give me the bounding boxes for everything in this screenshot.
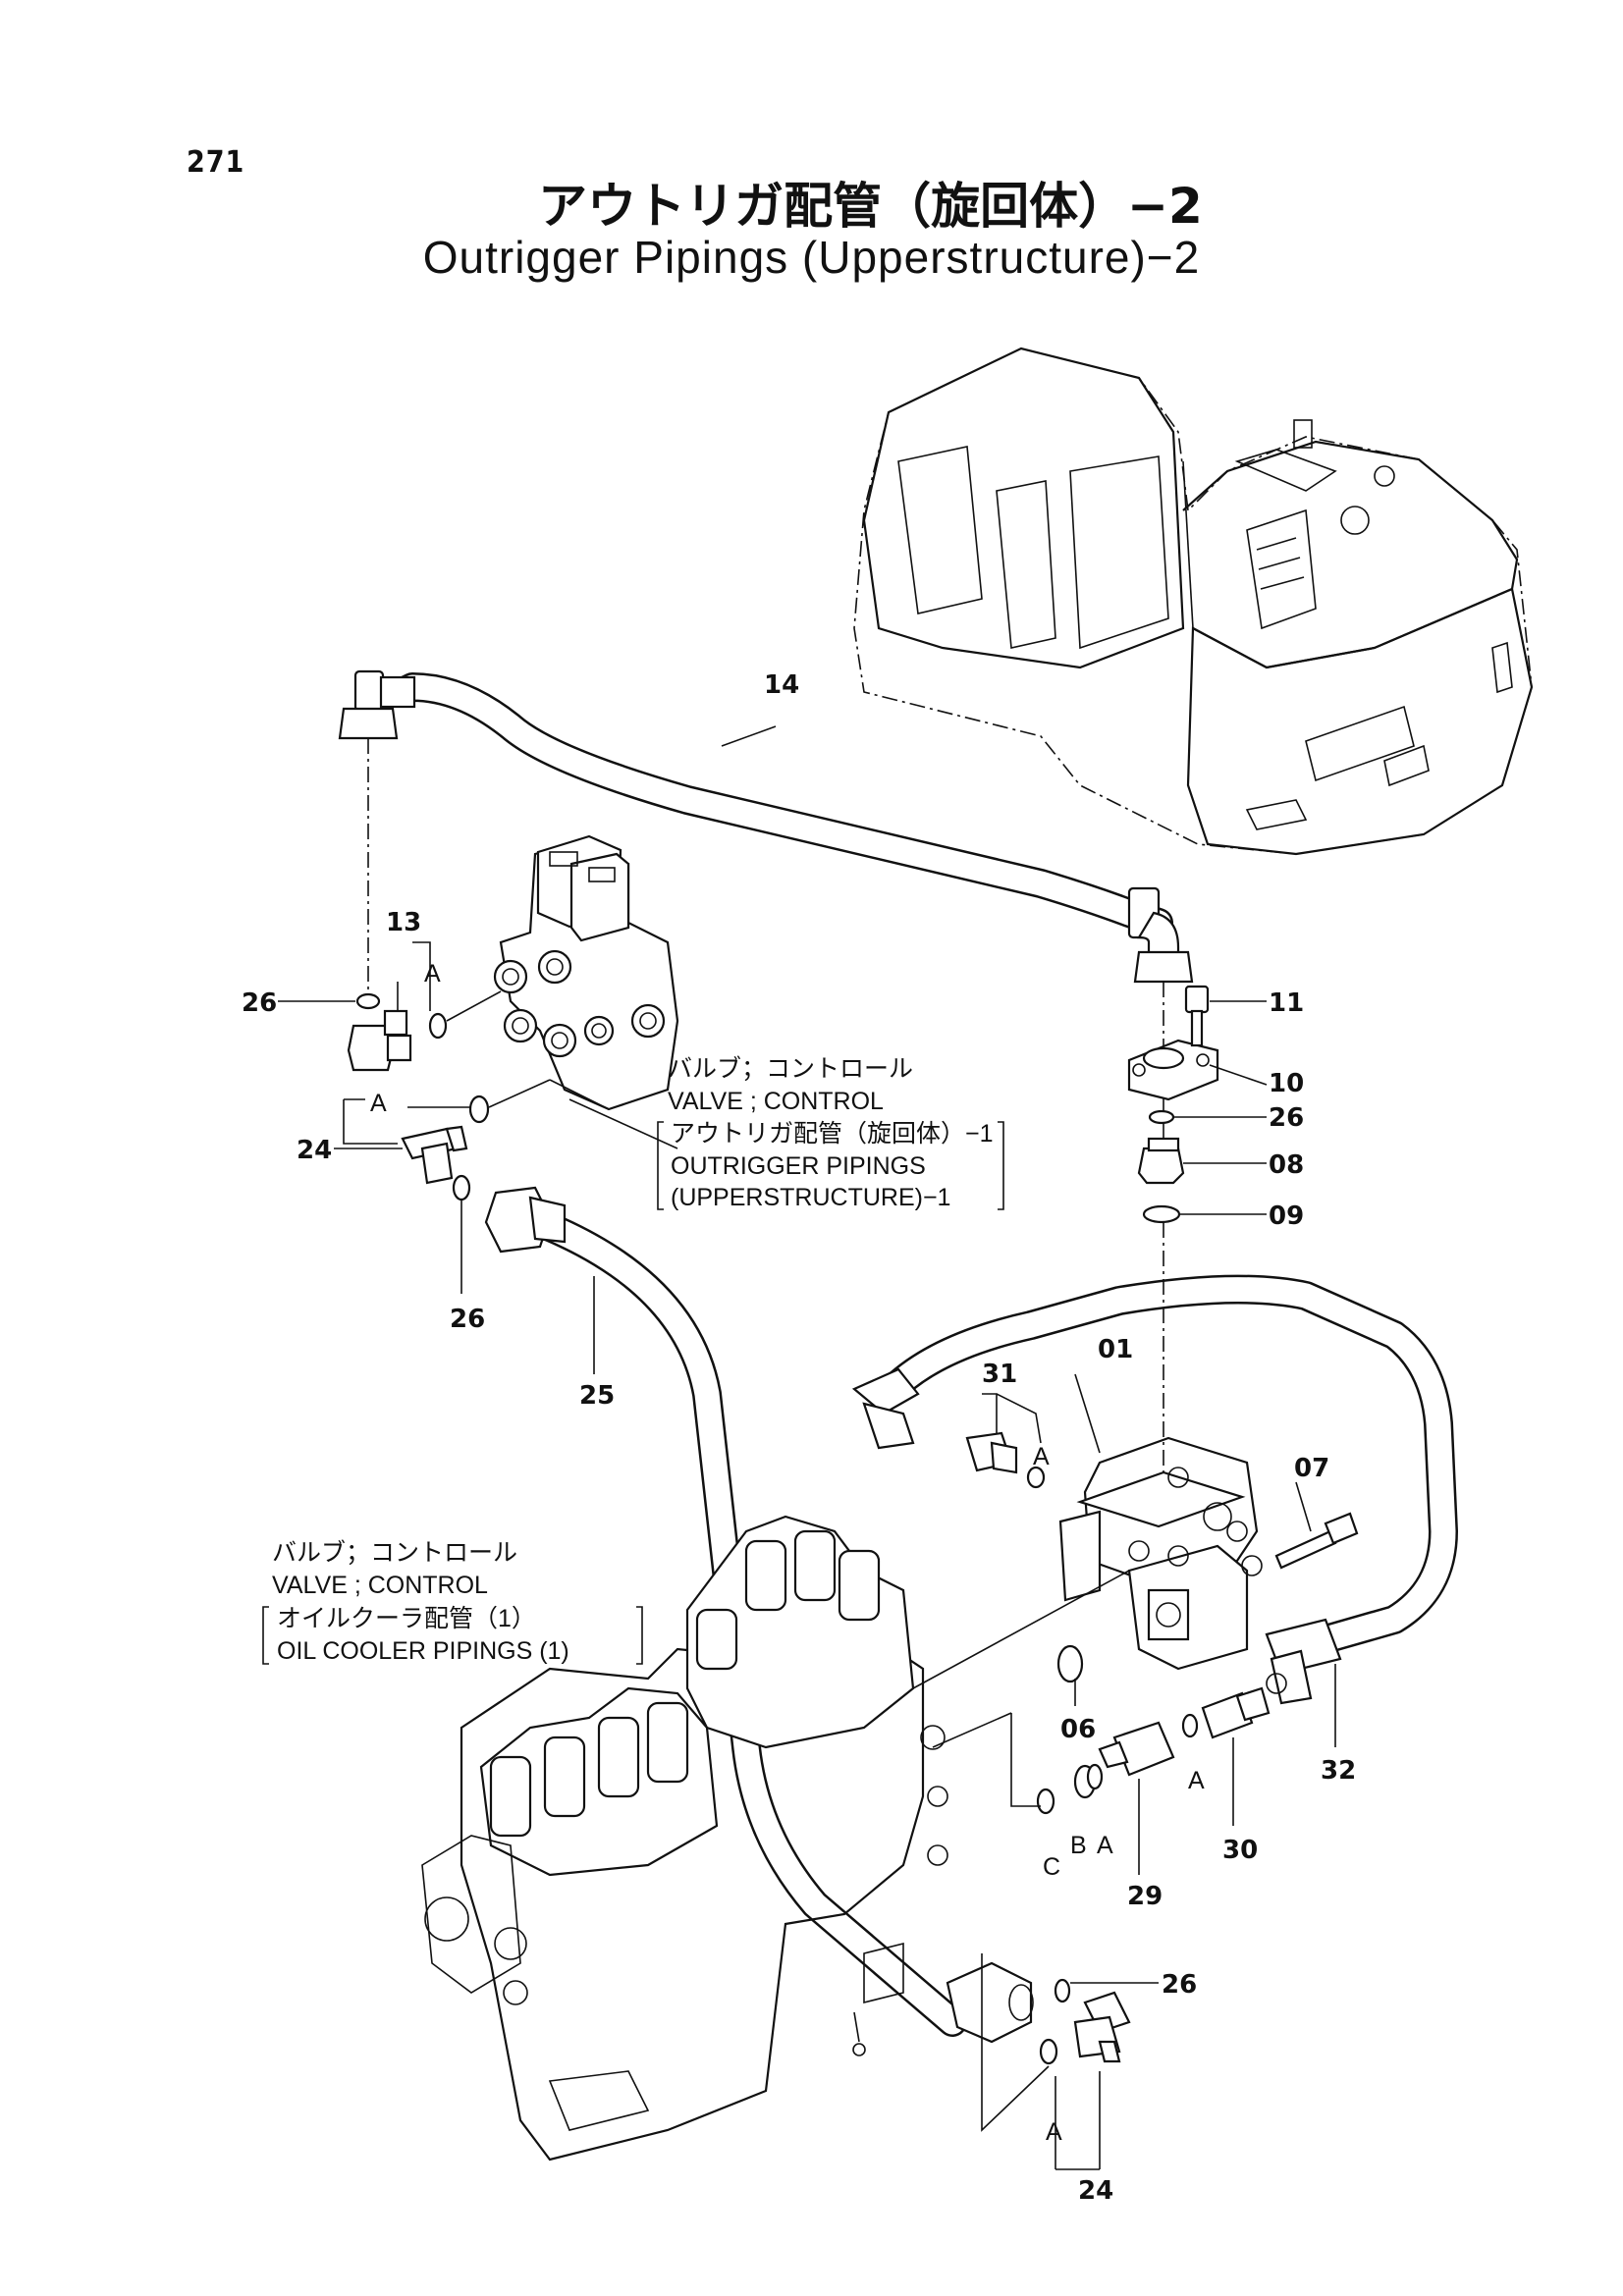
leader-valve-port [446,990,502,1022]
o-ring-26-24 [452,1174,471,1201]
excavator-upperstructure-illustration [853,347,1534,856]
label-07: 07 [1294,1454,1329,1483]
main-control-valve [421,1515,948,2162]
label-32: 32 [1321,1756,1356,1786]
hose-32 [851,1274,1458,1705]
label-25: 25 [579,1381,615,1411]
title-japanese-text: アウトリガ配管（旋回体）−2 [538,178,1203,235]
letter-c-29: C [1043,1853,1060,1881]
note2-ref-en: OIL COOLER PIPINGS (1) [277,1637,569,1665]
note2-en: VALVE ; CONTROL [272,1572,488,1599]
letter-a-13: A [424,960,441,988]
label-24-upper: 24 [297,1136,332,1165]
o-ring-26-left [355,992,381,1010]
note2-ref-jp: オイルクーラ配管（1） [277,1605,536,1632]
note1-ref-en1: OUTRIGGER PIPINGS [671,1152,926,1180]
o-ring-a-24-lower [1039,2038,1058,2065]
fitting-08 [1137,1137,1185,1185]
o-ring-a-31 [1026,1466,1046,1489]
o-ring-a-29 [1086,1763,1104,1790]
bolt-11 [1184,985,1210,1047]
letter-a-29: A [1097,1832,1113,1859]
o-ring-06 [1056,1644,1084,1683]
elbow-fitting-13 [347,982,412,1072]
label-01: 01 [1098,1335,1133,1364]
o-ring-a-24 [468,1095,490,1124]
letter-a-24: A [370,1090,387,1117]
bracket-24-upper [343,1098,471,1145]
label-29: 29 [1127,1882,1163,1911]
outrigger-control-valve [493,834,679,1111]
leader-lines [278,725,1312,1984]
label-14: 14 [764,670,799,700]
label-13: 13 [386,908,421,937]
label-08: 08 [1269,1150,1304,1180]
label-10: 10 [1269,1069,1304,1098]
hose-25 [484,1186,1034,2044]
leader-a-24-lower [981,1953,1050,2132]
note1-ref-en2: (UPPERSTRUCTURE)−1 [671,1184,950,1211]
o-ring-c-29 [1036,1788,1055,1815]
note-valve-control-outrigger: バルブ；コントロール VALVE ; CONTROL アウトリガ配管（旋回体）−… [657,1055,1004,1211]
letter-a-24-lower: A [1046,2118,1062,2146]
label-09: 09 [1269,1201,1304,1231]
fitting-24-lower [1073,1991,1131,2063]
title-japanese: アウトリガ配管（旋回体）−2 [0,167,1623,238]
label-24-lower: 24 [1078,2176,1113,2206]
o-ring-26-lower [1054,1978,1071,2003]
flange-10 [1127,1039,1219,1101]
fitting-29 [1098,1721,1175,1777]
label-31: 31 [982,1360,1017,1389]
fitting-24-upper [401,1125,468,1185]
valve-01 [1058,1436,1263,1671]
leader-mcv-01 [912,1570,1130,1689]
o-ring-26-flange [1148,1109,1175,1125]
label-30: 30 [1222,1836,1258,1865]
note1-ref-jp: アウトリガ配管（旋回体）−1 [671,1120,994,1148]
o-ring-a-30 [1181,1713,1199,1738]
bracket-13 [412,941,431,1011]
note1-en: VALVE ; CONTROL [668,1088,884,1115]
letter-b-29: B [1070,1832,1087,1859]
label-26-flange: 26 [1269,1103,1304,1133]
leader-c-29 [932,1712,1041,1807]
label-26-left: 26 [242,988,277,1018]
label-11: 11 [1269,988,1304,1018]
leader-24-port [488,1079,551,1108]
label-26-mid: 26 [450,1305,485,1334]
title-english: Outrigger Pipings (Upperstructure)−2 [422,232,1201,283]
bracket-24-lower [1055,2071,1101,2170]
letter-a-31: A [1033,1443,1050,1470]
page-number: 271 [187,145,245,180]
label-06: 06 [1060,1715,1096,1744]
fitting-31 [965,1431,1018,1474]
note-valve-control-oil-cooler: バルブ；コントロール VALVE ; CONTROL オイルクーラ配管（1） O… [262,1539,643,1665]
letter-a-30: A [1188,1767,1205,1794]
fitting-30 [1201,1686,1271,1739]
label-26-lower: 26 [1162,1970,1197,2000]
note1-jp: バルブ；コントロール [668,1055,913,1083]
bracket-31 [982,1393,1042,1444]
note2-jp: バルブ；コントロール [272,1539,517,1567]
hose-14 [338,669,1194,984]
bolt-07 [1274,1512,1359,1570]
o-ring-a-13 [428,1012,448,1040]
o-ring-09 [1142,1204,1181,1224]
